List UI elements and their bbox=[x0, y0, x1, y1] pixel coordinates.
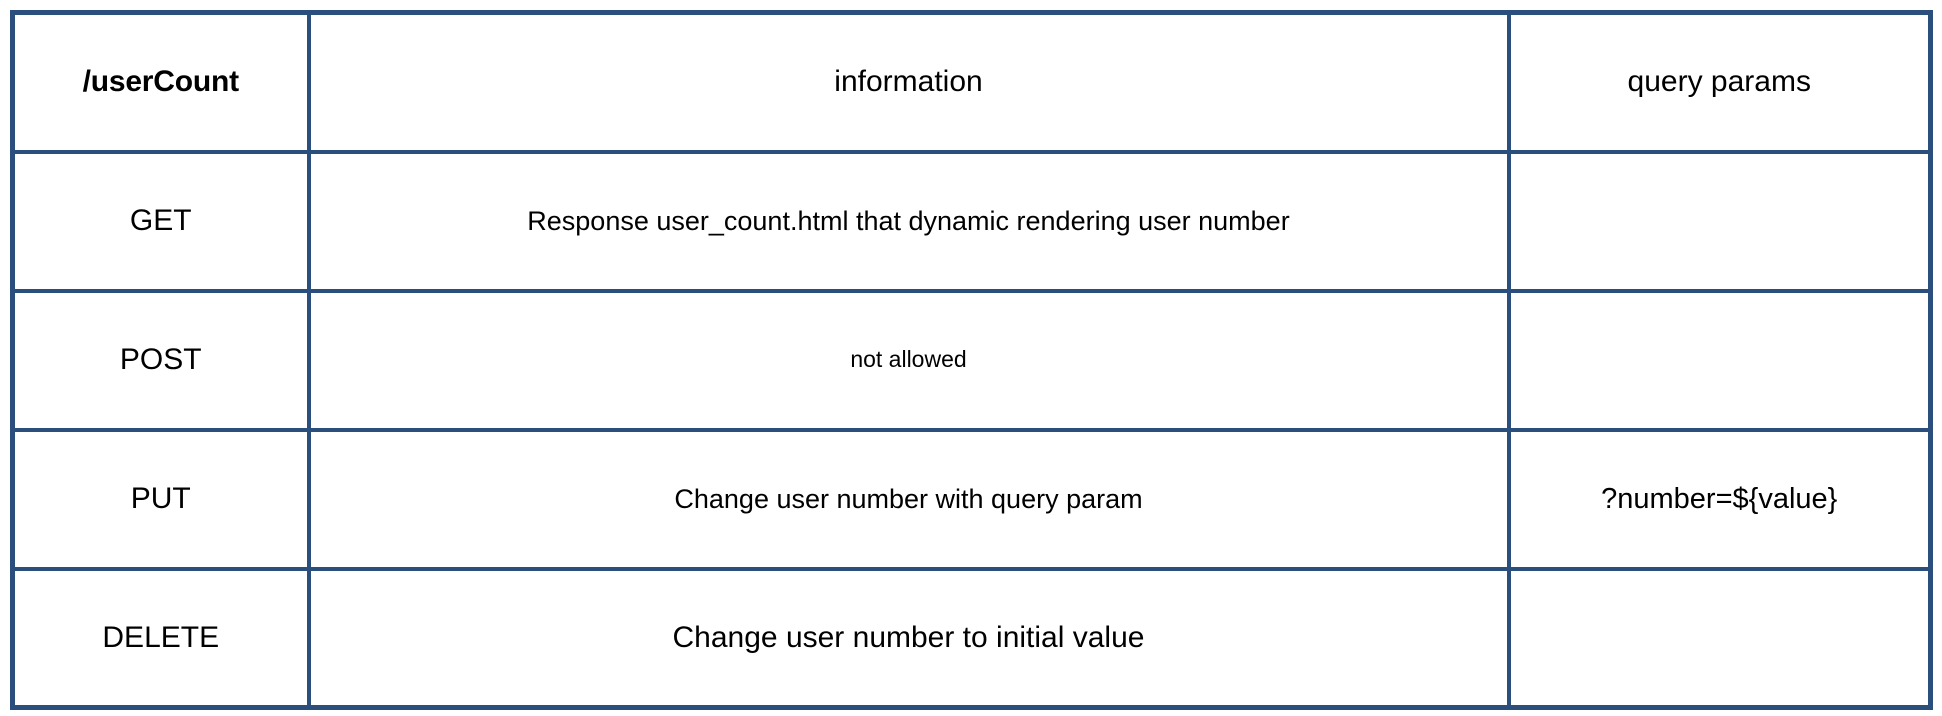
header-cell-information: information bbox=[308, 12, 1511, 154]
method-cell-delete: DELETE bbox=[12, 568, 311, 708]
information-text: Change user number to initial value bbox=[672, 620, 1145, 654]
query-params-cell-delete bbox=[1508, 568, 1931, 708]
method-cell-get: GET bbox=[12, 151, 311, 293]
table-row: GET Response user_count.html that dynami… bbox=[12, 151, 1931, 293]
information-cell-get: Response user_count.html that dynamic re… bbox=[308, 151, 1511, 293]
table-row: PUT Change user number with query param … bbox=[12, 429, 1931, 571]
information-cell-delete: Change user number to initial value bbox=[308, 568, 1511, 708]
query-params-cell-put: ?number=${value} bbox=[1508, 429, 1931, 571]
information-cell-put: Change user number with query param bbox=[308, 429, 1511, 571]
query-params-column-header: query params bbox=[1627, 65, 1811, 99]
http-method-label: POST bbox=[119, 343, 202, 376]
method-cell-post: POST bbox=[12, 290, 311, 432]
table-header-row: /userCount information query params bbox=[12, 12, 1931, 154]
api-endpoint-table: /userCount information query params GET … bbox=[10, 10, 1933, 710]
header-cell-endpoint: /userCount bbox=[12, 12, 311, 154]
table-row: POST not allowed bbox=[12, 290, 1931, 432]
method-cell-put: PUT bbox=[12, 429, 311, 571]
http-method-label: GET bbox=[129, 204, 192, 237]
query-params-cell-get bbox=[1508, 151, 1931, 293]
table-row: DELETE Change user number to initial val… bbox=[12, 568, 1931, 708]
information-cell-post: not allowed bbox=[308, 290, 1511, 432]
information-column-header: information bbox=[834, 65, 983, 99]
information-text: not allowed bbox=[850, 346, 967, 373]
query-params-text: ?number=${value} bbox=[1601, 482, 1838, 515]
http-method-label: DELETE bbox=[102, 620, 220, 654]
information-text: Change user number with query param bbox=[674, 483, 1143, 514]
information-text: Response user_count.html that dynamic re… bbox=[527, 205, 1290, 236]
query-params-cell-post bbox=[1508, 290, 1931, 432]
http-method-label: PUT bbox=[130, 482, 191, 515]
endpoint-label: /userCount bbox=[82, 65, 240, 99]
header-cell-query-params: query params bbox=[1508, 12, 1931, 154]
